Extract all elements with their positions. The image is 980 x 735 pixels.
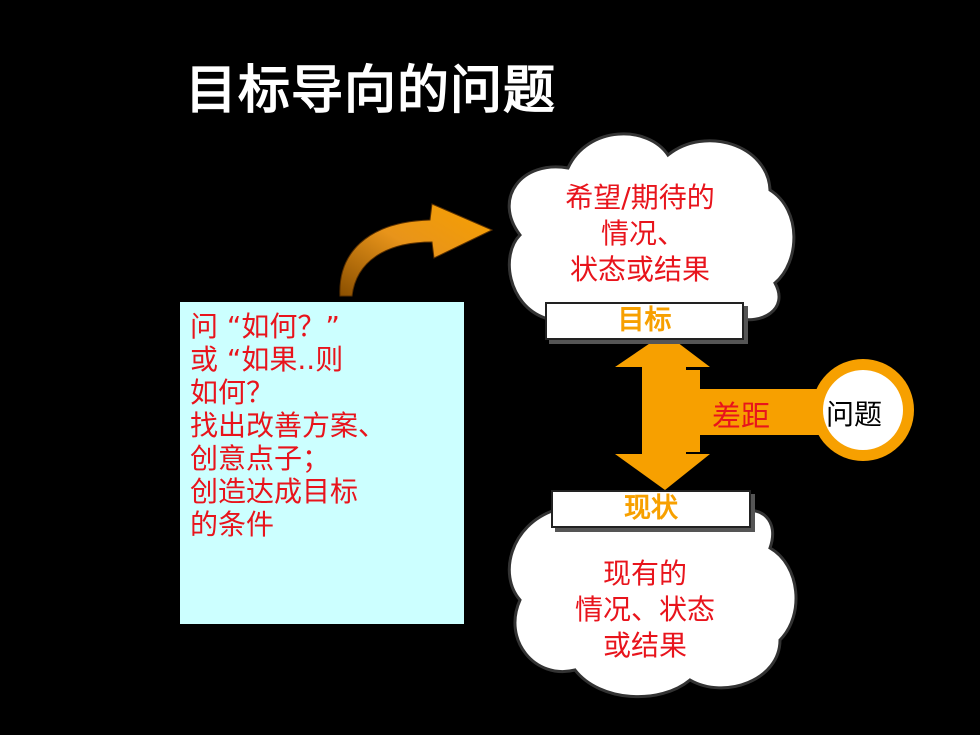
note-line-7: 的条件: [190, 508, 275, 541]
note-line-3: 如何？: [190, 376, 275, 409]
current-line-1: 现有的: [602, 557, 687, 590]
current-cloud: [507, 508, 798, 699]
note-box: 问 “如何？” 或 “如果..则 如何？ 找出改善方案、 创意点子； 创造达成目…: [180, 302, 464, 624]
current-label: 现状: [551, 490, 751, 528]
goal-cloud: [507, 132, 796, 322]
current-cloud-text: 现有的 情况、状态 或结果: [540, 556, 750, 664]
current-line-3: 或结果: [602, 629, 687, 662]
problem-label: 问题: [826, 398, 883, 431]
goal-cloud-text: 希望/期待的 情况、 状态或结果: [530, 180, 750, 288]
goal-label: 目标: [545, 302, 744, 340]
note-line-6: 创造达成目标: [190, 475, 359, 508]
goal-line-1: 希望/期待的: [565, 181, 715, 214]
page-title: 目标导向的问题: [185, 61, 557, 121]
note-line-1: 问 “如何？”: [190, 310, 340, 343]
goal-line-3: 状态或结果: [569, 253, 710, 286]
gap-label: 差距: [712, 399, 771, 433]
note-line-5: 创意点子；: [190, 442, 331, 475]
note-line-2: 或 “如果..则: [190, 343, 344, 376]
current-line-2: 情况、状态: [574, 593, 715, 626]
arrow-curve-join: [657, 370, 700, 452]
note-line-4: 找出改善方案、: [190, 409, 387, 442]
problem-ring-inner: [823, 370, 903, 450]
goal-line-2: 情况、: [600, 217, 685, 250]
curved-arrow: [339, 203, 494, 297]
double-arrow: [615, 333, 710, 490]
